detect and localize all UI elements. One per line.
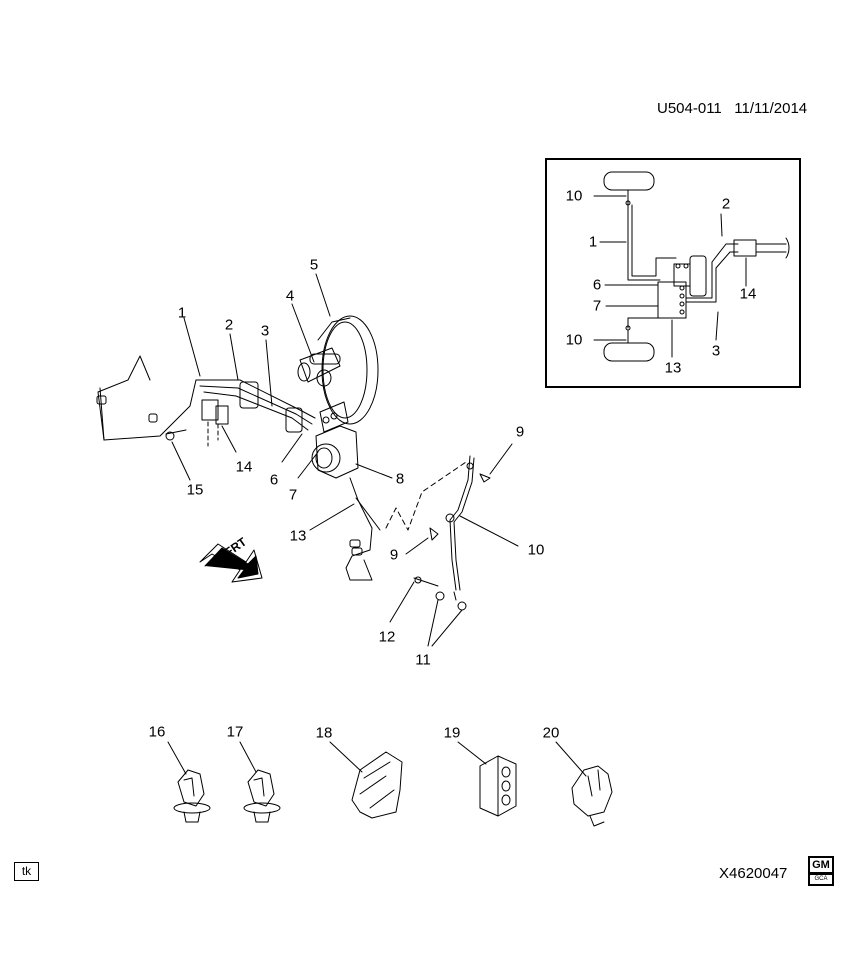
inset-callout-6: 6 <box>592 276 602 294</box>
clip-20 <box>555 741 613 827</box>
initials-box: tk <box>14 862 39 881</box>
inset-callout-2: 2 <box>721 195 731 213</box>
clip-19 <box>457 741 517 817</box>
document-date: 11/11/2014 <box>734 100 808 117</box>
inset-schematic <box>593 171 790 362</box>
master-cylinder <box>299 347 341 383</box>
callout-1: 1 <box>177 304 187 322</box>
callout-5: 5 <box>309 256 319 274</box>
callout-12: 12 <box>378 628 396 646</box>
bolt <box>165 429 187 435</box>
document-id: U504-011 <box>657 100 722 117</box>
gm-logo-text: GM <box>810 858 832 872</box>
bleeder-fitting <box>413 577 439 587</box>
inset-schematic-frame <box>545 158 801 388</box>
callout-9-bottom: 9 <box>389 546 399 564</box>
inset-callout-7: 7 <box>592 297 602 315</box>
initials: tk <box>21 864 32 878</box>
parts-callout-20: 20 <box>542 724 560 742</box>
inset-callout-10-top: 10 <box>565 187 583 205</box>
line-clip <box>285 407 303 433</box>
gm-logo: GM GCA <box>808 856 834 886</box>
rear-brake-line <box>345 477 373 581</box>
parts-callout-17: 17 <box>226 723 244 741</box>
brake-line-3 <box>203 391 309 431</box>
clip-18 <box>329 741 403 819</box>
callout-10: 10 <box>527 541 545 559</box>
inset-front-wheel <box>603 171 655 191</box>
brake-line-2 <box>199 385 313 425</box>
inset-modulator <box>657 281 687 319</box>
callout-14: 14 <box>235 458 253 476</box>
hose-clip <box>479 473 491 483</box>
callout-13: 13 <box>289 527 307 545</box>
washer <box>435 591 445 601</box>
callout-7: 7 <box>288 486 298 504</box>
brake-hose <box>449 455 471 591</box>
body-outline-left <box>97 355 151 441</box>
gm-logo-subtext: GCA <box>810 875 832 884</box>
front-direction-arrow <box>199 543 263 583</box>
inset-callout-3: 3 <box>711 342 721 360</box>
main-assembly <box>96 273 519 647</box>
callout-8: 8 <box>395 470 405 488</box>
parts-callout-19: 19 <box>443 724 461 742</box>
callout-6: 6 <box>269 471 279 489</box>
callout-4: 4 <box>285 287 295 305</box>
callout-11: 11 <box>415 651 431 669</box>
callout-2: 2 <box>224 316 234 334</box>
inset-rear-wheel <box>603 342 655 362</box>
clip-17 <box>239 741 281 823</box>
inset-booster <box>689 255 707 297</box>
inset-callout-13: 13 <box>664 359 682 377</box>
line-clip <box>239 381 259 409</box>
hose-clip <box>429 527 439 541</box>
inset-callout-10-bottom: 10 <box>565 331 583 349</box>
abs-modulator <box>315 425 359 479</box>
figure-id: X4620047 <box>719 865 788 882</box>
inset-callout-1: 1 <box>588 233 598 251</box>
inset-callout-14: 14 <box>739 285 757 303</box>
parts-row <box>167 741 613 827</box>
callout-9-top: 9 <box>515 423 525 441</box>
bracket <box>201 399 219 421</box>
clip-16 <box>167 741 211 823</box>
brake-line-1 <box>195 379 316 419</box>
callout-3: 3 <box>260 322 270 340</box>
callout-15: 15 <box>186 481 204 499</box>
header: U504-011 11/11/2014 <box>657 100 807 117</box>
washer <box>457 601 467 611</box>
parts-callout-16: 16 <box>148 723 166 741</box>
inset-clip <box>733 239 757 257</box>
parts-callout-18: 18 <box>315 724 333 742</box>
